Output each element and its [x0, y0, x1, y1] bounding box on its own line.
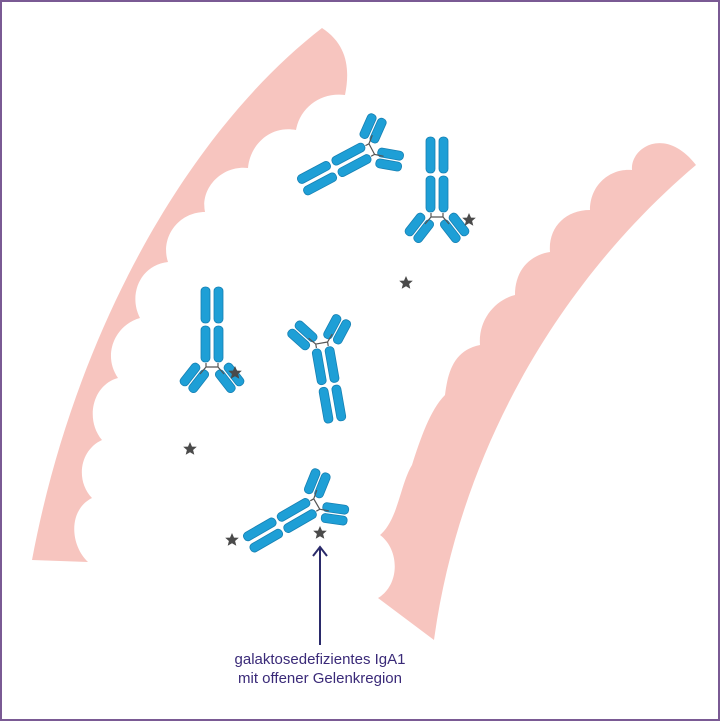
- caption-line-1: galaktosedefizientes IgA1: [234, 651, 406, 668]
- antibody-right-galactose-deficient: [402, 136, 472, 245]
- star-icon: [225, 533, 239, 546]
- antibody-left-galactose-deficient: [177, 286, 247, 395]
- vessel-wall-left: [32, 28, 348, 562]
- caption-line-2: mit offener Gelenkregion: [238, 670, 402, 687]
- star-icon: [399, 276, 413, 289]
- star-icon: [183, 442, 197, 455]
- antibody-bottom-galactose-deficient: [230, 460, 358, 574]
- antibody-top-right: [284, 106, 413, 217]
- caption: galaktosedefizientes IgA1 mit offener Ge…: [120, 650, 520, 688]
- antibody-center: [283, 309, 370, 429]
- vessel-wall-right: [378, 143, 696, 640]
- arrow-up-icon: [312, 545, 328, 645]
- star-icon: [313, 526, 327, 539]
